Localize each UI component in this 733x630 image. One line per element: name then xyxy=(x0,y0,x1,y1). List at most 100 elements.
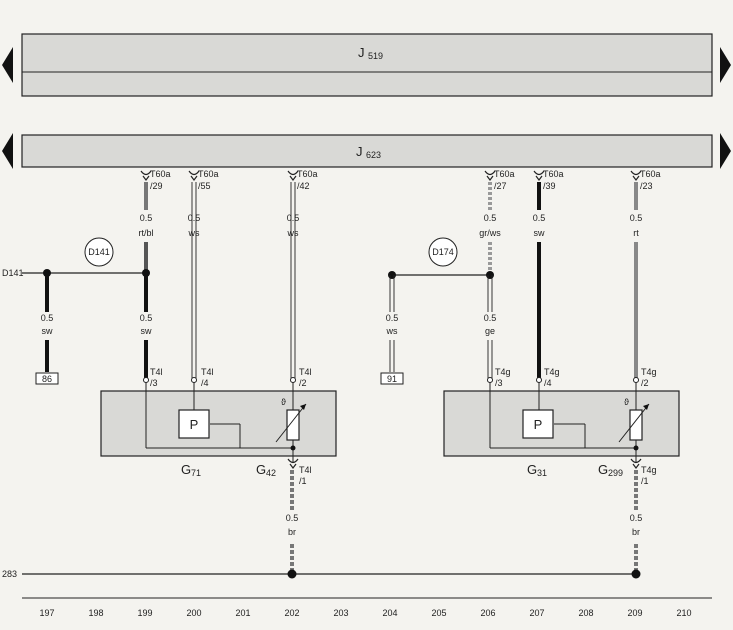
pressure-sensor-symbol: P xyxy=(190,417,199,432)
wire-color: br xyxy=(632,527,640,537)
wire-color: gr/ws xyxy=(479,228,501,238)
column-number: 201 xyxy=(235,608,250,618)
ref-box-86: 86 xyxy=(35,372,59,385)
component-g71-name: G xyxy=(181,462,191,477)
component-g71-sub: 71 xyxy=(191,468,201,478)
junction-d174: D174 xyxy=(388,237,494,279)
component-g299-name: G xyxy=(598,462,608,477)
sensor-pin-num: /1 xyxy=(299,476,307,486)
temperature-symbol-icon: ϑ xyxy=(624,397,629,407)
connector-num: /27 xyxy=(494,181,507,191)
ref-box-86-label: 86 xyxy=(42,374,52,384)
column-number: 206 xyxy=(480,608,495,618)
sensor-pin: T4g xyxy=(641,465,657,475)
sensor-pin-num: /2 xyxy=(299,378,307,388)
module-j519: J 519 xyxy=(21,33,713,97)
connector-arrow-icon xyxy=(287,458,642,469)
sensor-box-g31-g299: P ϑ xyxy=(443,377,680,462)
component-g42-sub: 42 xyxy=(266,468,276,478)
ref-box-91: 91 xyxy=(380,372,404,385)
module-j623-name: J xyxy=(356,144,363,159)
sensor-pin: T4g xyxy=(495,367,511,377)
wire-size: 0.5 xyxy=(140,313,153,323)
column-number: 209 xyxy=(627,608,642,618)
wire-color: ws xyxy=(287,228,299,238)
sensor-pin: T4g xyxy=(544,367,560,377)
junction-d174-label: D174 xyxy=(432,247,454,257)
wire-size: 0.5 xyxy=(140,213,153,223)
connector-arrow-icon xyxy=(140,170,642,181)
module-j519-name: J xyxy=(358,45,365,60)
module-j623-sub: 623 xyxy=(366,150,381,160)
ref-box-91-label: 91 xyxy=(387,374,397,384)
module-j623: J 623 xyxy=(21,134,713,168)
sensor-pin-labels: T4l /3 T4l /4 T4l /2 T4g /3 T4g /4 T4g /… xyxy=(150,367,657,388)
wire-color: ge xyxy=(485,326,495,336)
column-number: 203 xyxy=(333,608,348,618)
connector-num: /55 xyxy=(198,181,211,191)
wire-size: 0.5 xyxy=(630,513,643,523)
column-number: 204 xyxy=(382,608,397,618)
column-number: 202 xyxy=(284,608,299,618)
column-numbers: 197 198 199 200 201 202 203 204 205 206 … xyxy=(39,608,691,618)
wire-size: 0.5 xyxy=(286,513,299,523)
connector-pin: T60a xyxy=(640,169,661,179)
wire-color: ws xyxy=(386,326,398,336)
wire-size: 0.5 xyxy=(630,213,643,223)
sensor-pin-num: /4 xyxy=(201,378,209,388)
connector-w209: T60a /23 0.5 rt xyxy=(630,169,661,238)
junction-d141-label: D141 xyxy=(88,247,110,257)
connector-pin: T60a xyxy=(198,169,219,179)
connector-num: /23 xyxy=(640,181,653,191)
sensor-pin-num: /4 xyxy=(544,378,552,388)
column-number: 210 xyxy=(676,608,691,618)
wire-color: br xyxy=(288,527,296,537)
wire-size: 0.5 xyxy=(188,213,201,223)
sensor-pin-num: /3 xyxy=(150,378,158,388)
wire-size: 0.5 xyxy=(386,313,399,323)
wire-color: sw xyxy=(141,326,153,336)
connector-pin: T60a xyxy=(494,169,515,179)
column-number: 199 xyxy=(137,608,152,618)
connector-num: /39 xyxy=(543,181,556,191)
connector-num: /42 xyxy=(297,181,310,191)
pressure-sensor-symbol: P xyxy=(534,417,543,432)
sensor-pin: T4l xyxy=(299,465,312,475)
connector-w200: T60a /55 0.5 ws xyxy=(188,169,219,238)
connector-num: /29 xyxy=(150,181,163,191)
component-g31-sub: 31 xyxy=(537,468,547,478)
connector-w202: T60a /42 0.5 ws xyxy=(287,169,318,238)
connector-w199: T60a /29 0.5 rt/bl xyxy=(138,169,170,238)
connector-w207: T60a /39 0.5 sw xyxy=(533,169,564,238)
wire-size: 0.5 xyxy=(287,213,300,223)
page-continue-left-arrow-icon xyxy=(2,133,13,169)
column-number: 200 xyxy=(186,608,201,618)
column-number: 205 xyxy=(431,608,446,618)
module-j519-sub: 519 xyxy=(368,51,383,61)
wire-size: 0.5 xyxy=(41,313,54,323)
wire-color: rt/bl xyxy=(138,228,153,238)
sensor-pin: T4l xyxy=(201,367,214,377)
wire-size: 0.5 xyxy=(533,213,546,223)
connector-w206: T60a /27 0.5 gr/ws xyxy=(479,169,514,238)
ground-bus-label: 283 xyxy=(2,569,17,579)
junction-d141-side-label: D141 xyxy=(2,268,24,278)
wires xyxy=(144,182,638,382)
connector-pin: T60a xyxy=(150,169,171,179)
sensor-pin-num: /3 xyxy=(495,378,503,388)
wire-size: 0.5 xyxy=(484,313,497,323)
column-number: 197 xyxy=(39,608,54,618)
junction-d141: D141 D141 xyxy=(2,237,150,278)
sensor-pin-num: /1 xyxy=(641,476,649,486)
component-g31-name: G xyxy=(527,462,537,477)
sensor-pin: T4l xyxy=(150,367,163,377)
page-continue-left-arrow-icon xyxy=(2,47,13,83)
temperature-symbol-icon: ϑ xyxy=(281,397,286,407)
wire-color: ws xyxy=(188,228,200,238)
wire-size: 0.5 xyxy=(484,213,497,223)
ground-bus-283: 283 xyxy=(2,569,641,579)
sensor-pin: T4l xyxy=(299,367,312,377)
wire-color: sw xyxy=(534,228,546,238)
wire-color: rt xyxy=(633,228,639,238)
